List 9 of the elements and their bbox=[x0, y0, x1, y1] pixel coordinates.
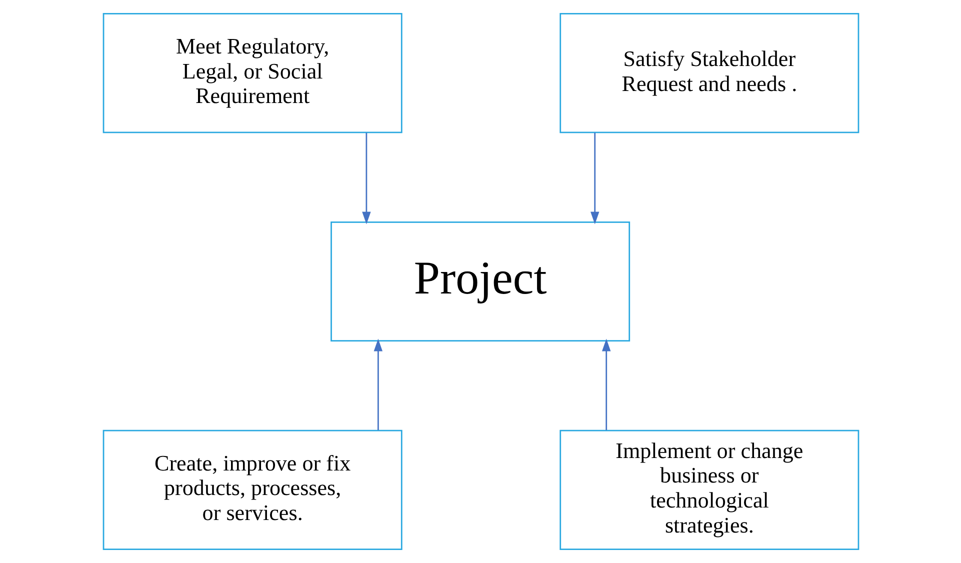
node-box: Meet Regulatory, Legal, or Social Requirement bbox=[102, 13, 402, 134]
arrow bbox=[362, 132, 370, 224]
node-box: Project bbox=[330, 221, 630, 342]
node-box: Create, improve or fix products, processes, or services. bbox=[102, 430, 402, 550]
arrow bbox=[373, 338, 382, 430]
node-box: Implement or change business or technological strategies. bbox=[559, 430, 859, 550]
node-box: Satisfy Stakeholder Request and needs . bbox=[559, 13, 859, 134]
arrow bbox=[602, 338, 610, 430]
arrow bbox=[590, 132, 599, 224]
